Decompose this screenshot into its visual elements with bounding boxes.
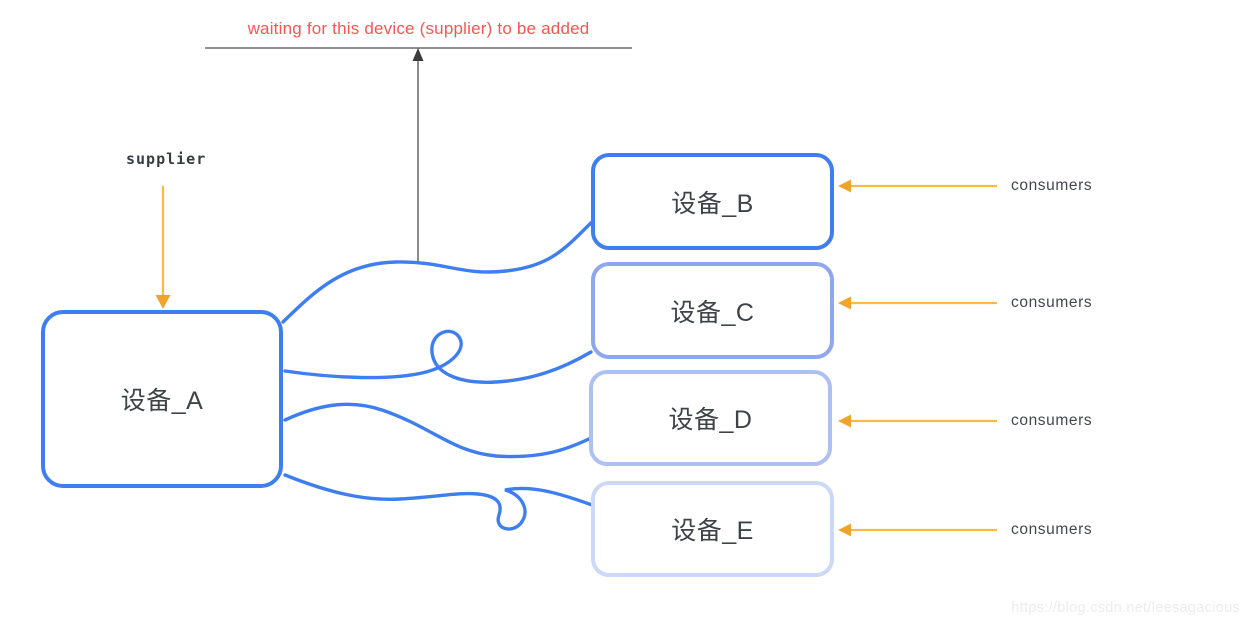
consumer-arrow-c bbox=[838, 296, 997, 310]
device-label: 设备_E bbox=[671, 517, 754, 545]
consumers-label-b: consumers bbox=[1011, 177, 1093, 194]
consumers-label-d: consumers bbox=[1011, 412, 1093, 429]
device-box-consumer-e: 设备_E bbox=[591, 481, 834, 577]
device-box-consumer-b: 设备_B bbox=[591, 153, 834, 250]
consumer-arrow-b bbox=[838, 179, 997, 193]
consumer-arrow-e bbox=[838, 523, 997, 537]
supplier-label: supplier bbox=[126, 150, 207, 168]
device-box-supplier-a: 设备_A bbox=[41, 310, 283, 488]
consumer-arrow-d bbox=[838, 414, 997, 428]
connector-a-to-e bbox=[283, 473, 594, 531]
up-arrow bbox=[412, 48, 424, 262]
waiting-note: waiting for this device (supplier) to be… bbox=[247, 19, 590, 38]
connector-a-to-b bbox=[281, 220, 594, 324]
consumers-label-c: consumers bbox=[1011, 294, 1093, 311]
device-label: 设备_D bbox=[668, 406, 753, 434]
watermark: https://blog.csdn.net/leesagacious bbox=[1011, 600, 1240, 616]
device-label: 设备_C bbox=[670, 298, 755, 327]
device-label: 设备_A bbox=[120, 387, 204, 415]
device-label: 设备_B bbox=[671, 189, 754, 218]
device-box-consumer-d: 设备_D bbox=[589, 370, 832, 466]
supplier-arrow bbox=[155, 186, 171, 309]
consumers-label-e: consumers bbox=[1011, 521, 1093, 538]
device-box-consumer-c: 设备_C bbox=[591, 262, 834, 359]
connector-a-to-d bbox=[283, 402, 593, 459]
connector-a-to-c bbox=[283, 329, 593, 384]
